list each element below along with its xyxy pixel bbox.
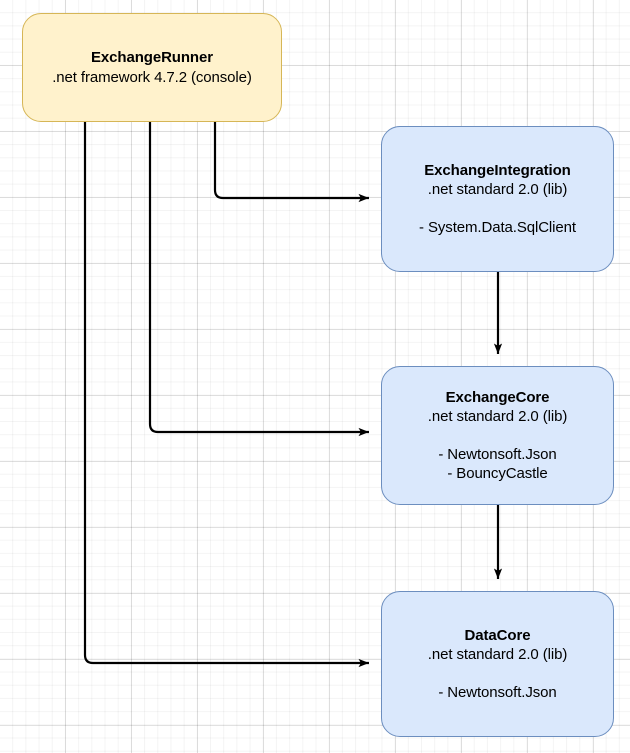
- node-framework: .net standard 2.0 (lib): [427, 646, 568, 664]
- node-title: ExchangeCore: [445, 389, 550, 407]
- node-dependencies: - Newtonsoft.Json: [438, 683, 556, 702]
- node-title: ExchangeIntegration: [424, 162, 571, 180]
- dependency-item: - System.Data.SqlClient: [419, 218, 576, 236]
- node-exchange-integration[interactable]: ExchangeIntegration .net standard 2.0 (l…: [381, 126, 614, 272]
- node-framework: .net standard 2.0 (lib): [427, 181, 568, 199]
- node-dependencies: - Newtonsoft.Json - BouncyCastle: [438, 445, 556, 483]
- node-data-core[interactable]: DataCore .net standard 2.0 (lib) - Newto…: [381, 591, 614, 737]
- edge-runner-to-integration: [213, 122, 369, 203]
- node-exchange-core[interactable]: ExchangeCore .net standard 2.0 (lib) - N…: [381, 366, 614, 505]
- edge-runner-to-datacore: [83, 122, 369, 668]
- node-framework: .net framework 4.7.2 (console): [52, 68, 252, 86]
- node-exchange-runner[interactable]: ExchangeRunner .net framework 4.7.2 (con…: [22, 13, 282, 122]
- edge-runner-to-core: [148, 122, 369, 437]
- dependency-item: - Newtonsoft.Json: [438, 683, 557, 701]
- node-dependencies: - System.Data.SqlClient: [419, 218, 576, 237]
- dependency-item: - BouncyCastle: [447, 464, 548, 482]
- dependency-item: - Newtonsoft.Json: [438, 445, 557, 463]
- node-framework: .net standard 2.0 (lib): [427, 408, 568, 426]
- node-title: DataCore: [464, 627, 531, 645]
- node-title: ExchangeRunner: [91, 49, 213, 67]
